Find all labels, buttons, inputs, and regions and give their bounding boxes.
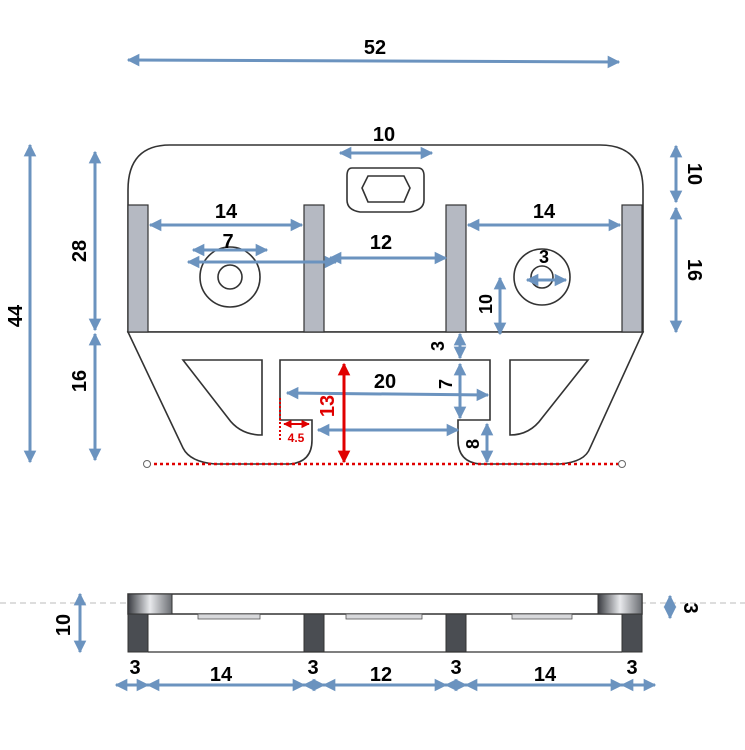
side-leg-4 xyxy=(621,613,643,653)
rib-4 xyxy=(621,204,643,333)
label-seg-2: 14 xyxy=(210,664,233,686)
dim-overall-width xyxy=(126,53,621,69)
label-hole-diameter: 7 xyxy=(222,231,233,253)
side-dimension-lines xyxy=(73,592,677,692)
side-leg-3 xyxy=(445,613,467,653)
label-left-bay: 14 xyxy=(215,201,238,223)
label-seg-7: 3 xyxy=(626,657,637,679)
dim-inner-width xyxy=(285,386,490,402)
rib-2 xyxy=(303,204,325,333)
label-seg-5: 3 xyxy=(450,657,461,679)
label-lower-height: 16 xyxy=(69,370,91,392)
label-hook-width: 4.5 xyxy=(288,431,305,445)
rib-3 xyxy=(445,204,467,333)
baseline-end-right xyxy=(618,460,626,468)
label-hole-offset: 10 xyxy=(476,294,496,314)
label-hook-height: 13 xyxy=(317,395,339,417)
side-boss-1 xyxy=(197,613,261,620)
label-side-height: 10 xyxy=(53,614,75,636)
ribs xyxy=(127,204,643,333)
side-leg-1 xyxy=(127,613,149,653)
label-overall-height: 44 xyxy=(5,304,27,327)
baseline-end-left xyxy=(143,460,151,468)
side-boss-2 xyxy=(345,613,423,620)
label-ledge-gap: 3 xyxy=(428,341,448,351)
red-dimension-lines xyxy=(283,362,351,464)
label-top-margin: 10 xyxy=(683,163,705,185)
label-inner-width: 20 xyxy=(374,371,396,393)
dimension-lines xyxy=(23,53,683,464)
side-plate xyxy=(127,593,643,615)
label-seg-3: 3 xyxy=(307,657,318,679)
side-view xyxy=(127,593,643,653)
label-foot-height: 8 xyxy=(463,439,483,449)
label-right-bay: 14 xyxy=(533,201,556,223)
side-boss-3 xyxy=(511,613,573,620)
label-notch-gap: 7 xyxy=(436,379,456,389)
label-center-span: 12 xyxy=(370,232,392,254)
label-side-thickness: 3 xyxy=(679,602,701,613)
label-upper-height: 28 xyxy=(69,240,91,262)
side-leg-2 xyxy=(303,613,325,653)
label-small-hole: 3 xyxy=(539,247,549,267)
side-cap-left xyxy=(127,593,173,615)
label-seg-4: 12 xyxy=(370,664,392,686)
label-overall-width: 52 xyxy=(364,37,386,59)
side-cap-right xyxy=(597,593,643,615)
label-bay-height: 16 xyxy=(683,259,705,281)
rib-1 xyxy=(127,204,149,333)
label-seg-1: 3 xyxy=(129,657,140,679)
part-outline xyxy=(126,144,645,465)
label-seg-6: 14 xyxy=(534,664,557,686)
label-slot-width: 10 xyxy=(373,124,395,146)
